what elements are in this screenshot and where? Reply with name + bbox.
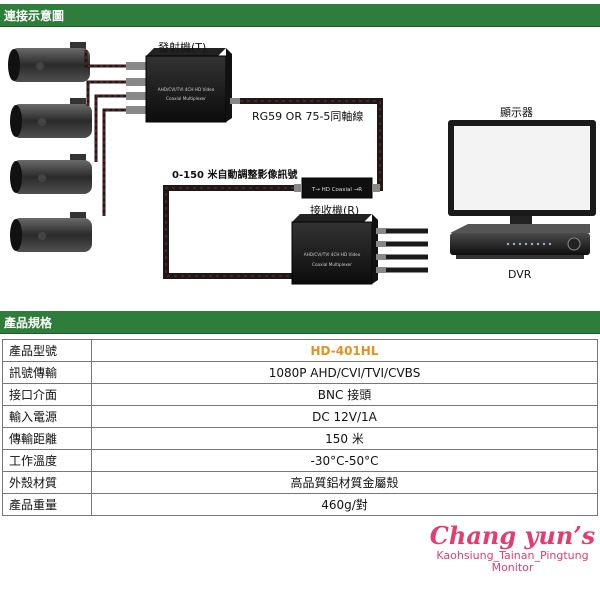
receiver-output-cables (386, 228, 428, 273)
camera-1 (8, 42, 90, 82)
diagram-section-title: 連接示意圖 (4, 9, 65, 23)
spec-value: 1080P AHD/CVI/TVI/CVBS (91, 361, 598, 384)
spec-key: 訊號傳輸 (2, 361, 92, 384)
diagram-section-header: 連接示意圖 (0, 4, 600, 27)
spec-value: BNC 接頭 (91, 383, 598, 406)
brand-region: Kaohsiung_Tainan_Pingtung (436, 549, 589, 562)
table-row: 外殼材質 高品質鋁材質金屬殼 (2, 471, 598, 494)
receiver-panel-sub: Coaxial Multiplexer (312, 262, 352, 267)
camera-icon (10, 48, 90, 82)
camera-icon (12, 218, 92, 252)
spec-value: -30°C-50°C (91, 449, 598, 472)
camera-icon (12, 160, 92, 194)
dvr-icon (450, 224, 590, 259)
receiver-panel-text: AHD/CVI/TVI 4CH HD Video (304, 252, 361, 257)
table-row: 產品重量 460g/對 (2, 493, 598, 516)
spec-value: 150 米 (91, 427, 598, 450)
brand-name: Chang yun’s (429, 521, 596, 550)
spec-value-model: HD-401HL (91, 339, 598, 362)
receiver-coax-cable (163, 185, 294, 279)
equalizer-panel-text: T→ HD Coaxial →R (311, 187, 362, 193)
cable-label: RG59 OR 75-5同軸線 (252, 110, 364, 123)
camera-cables (84, 50, 128, 216)
spec-section-header: 產品規格 (0, 311, 600, 334)
dvr-label: DVR (508, 268, 532, 281)
spec-key: 產品型號 (2, 339, 92, 362)
spec-value: 460g/對 (91, 493, 598, 516)
connection-diagram: AHD/CVI/TVI 4CH HD Video Coaxial Multipl… (0, 26, 600, 306)
connection-diagram-svg: AHD/CVI/TVI 4CH HD Video Coaxial Multipl… (8, 42, 596, 285)
spec-key: 接口介面 (2, 383, 92, 406)
receiver-bnc-connectors (376, 228, 386, 273)
camera-2 (10, 98, 92, 138)
spec-table: 產品型號 HD-401HL 訊號傳輸 1080P AHD/CVI/TVI/CVB… (2, 339, 598, 516)
table-row: 輸入電源 DC 12V/1A (2, 405, 598, 428)
monitor-label: 顯示器 (500, 106, 533, 119)
table-row: 工作溫度 -30°C-50°C (2, 449, 598, 472)
spec-section-title: 產品規格 (4, 316, 53, 330)
camera-3 (10, 154, 92, 194)
transmitter-device: AHD/CVI/TVI 4CH HD Video Coaxial Multipl… (145, 48, 240, 123)
brand-tagline: Monitor (491, 561, 534, 574)
table-row: 接口介面 BNC 接頭 (2, 383, 598, 406)
receiver-label: 接收機(R) (310, 204, 360, 217)
receiver-device: AHD/CVI/TVI 4CH HD Video Coaxial Multipl… (291, 214, 378, 285)
equalizer-device: T→ HD Coaxial →R (294, 177, 380, 199)
transmitter-panel-text: AHD/CVI/TVI 4CH HD Video (158, 87, 215, 92)
table-row: 訊號傳輸 1080P AHD/CVI/TVI/CVBS (2, 361, 598, 384)
camera-4 (10, 212, 92, 252)
spec-key: 傳輸距離 (2, 427, 92, 450)
transmitter-panel-sub: Coaxial Multiplexer (166, 96, 206, 101)
spec-value: 高品質鋁材質金屬殼 (91, 471, 598, 494)
spec-key: 工作溫度 (2, 449, 92, 472)
transmitter-label: 發射機(T) (158, 41, 207, 54)
monitor-icon (448, 120, 596, 237)
table-row: 傳輸距離 150 米 (2, 427, 598, 450)
spec-value: DC 12V/1A (91, 405, 598, 428)
equalizer-label: 0-150 米自動調整影像訊號 (172, 170, 298, 181)
table-row: 產品型號 HD-401HL (2, 339, 598, 362)
spec-key: 產品重量 (2, 493, 92, 516)
brand-logo: Chang yun’s Kaohsiung_Tainan_Pingtung Mo… (425, 522, 600, 574)
camera-icon (12, 104, 92, 138)
spec-key: 輸入電源 (2, 405, 92, 428)
spec-key: 外殼材質 (2, 471, 92, 494)
transmitter-bnc-connectors (126, 62, 146, 114)
